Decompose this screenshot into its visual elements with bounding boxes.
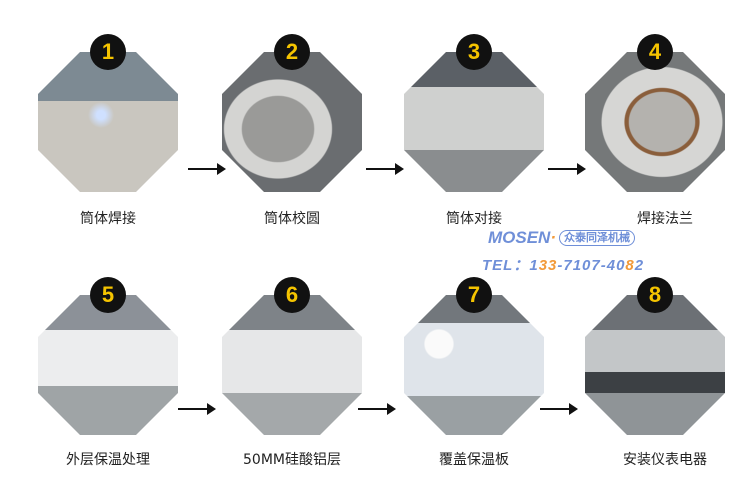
step-photo bbox=[222, 295, 362, 435]
tel-part: 8 bbox=[625, 257, 635, 274]
step-photo bbox=[38, 52, 178, 192]
tel-part: TEL：1 bbox=[482, 257, 539, 274]
step-photo bbox=[222, 52, 362, 192]
tel-part: -7107-40 bbox=[557, 257, 626, 274]
tel-part: 2 bbox=[634, 257, 645, 274]
step-label: 筒体对接 bbox=[446, 211, 502, 227]
step-8: 8 bbox=[585, 277, 725, 435]
step-7: 7 bbox=[404, 277, 544, 435]
step-number: 2 bbox=[274, 34, 310, 70]
arrow-right-icon bbox=[188, 163, 226, 175]
step-1: 1 bbox=[38, 34, 178, 192]
step-4: 4 bbox=[585, 34, 725, 192]
step-label: 安装仪表电器 bbox=[623, 452, 707, 468]
step-photo bbox=[585, 295, 725, 435]
brand-telephone: TEL：133-7107-4082 bbox=[482, 254, 644, 275]
step-photo bbox=[585, 52, 725, 192]
step-photo bbox=[38, 295, 178, 435]
arrow-right-icon bbox=[540, 403, 578, 415]
step-number: 8 bbox=[637, 277, 673, 313]
step-label: 覆盖保温板 bbox=[439, 452, 509, 468]
step-label: 筒体校圆 bbox=[264, 211, 320, 227]
step-5: 5 bbox=[38, 277, 178, 435]
step-3: 3 bbox=[404, 34, 544, 192]
step-photo bbox=[404, 295, 544, 435]
step-6: 6 bbox=[222, 277, 362, 435]
step-number: 6 bbox=[274, 277, 310, 313]
step-label: 50MM硅酸铝层 bbox=[243, 452, 341, 468]
tel-part: 33 bbox=[538, 257, 558, 274]
step-number: 5 bbox=[90, 277, 126, 313]
step-label: 外层保温处理 bbox=[66, 452, 150, 468]
arrow-right-icon bbox=[366, 163, 404, 175]
arrow-right-icon bbox=[178, 403, 216, 415]
step-label: 焊接法兰 bbox=[637, 211, 693, 227]
brand-name: MOSEN bbox=[488, 228, 551, 247]
step-label: 筒体焊接 bbox=[80, 211, 136, 227]
step-2: 2 bbox=[222, 34, 362, 192]
step-number: 1 bbox=[90, 34, 126, 70]
step-number: 3 bbox=[456, 34, 492, 70]
arrow-right-icon bbox=[358, 403, 396, 415]
brand-cn-name: 众泰同泽机械 bbox=[559, 230, 636, 246]
step-photo bbox=[404, 52, 544, 192]
step-number: 7 bbox=[456, 277, 492, 313]
brand-separator: · bbox=[550, 228, 557, 247]
brand-logo: MOSEN·众泰同泽机械 bbox=[488, 228, 636, 248]
step-number: 4 bbox=[637, 34, 673, 70]
arrow-right-icon bbox=[548, 163, 586, 175]
